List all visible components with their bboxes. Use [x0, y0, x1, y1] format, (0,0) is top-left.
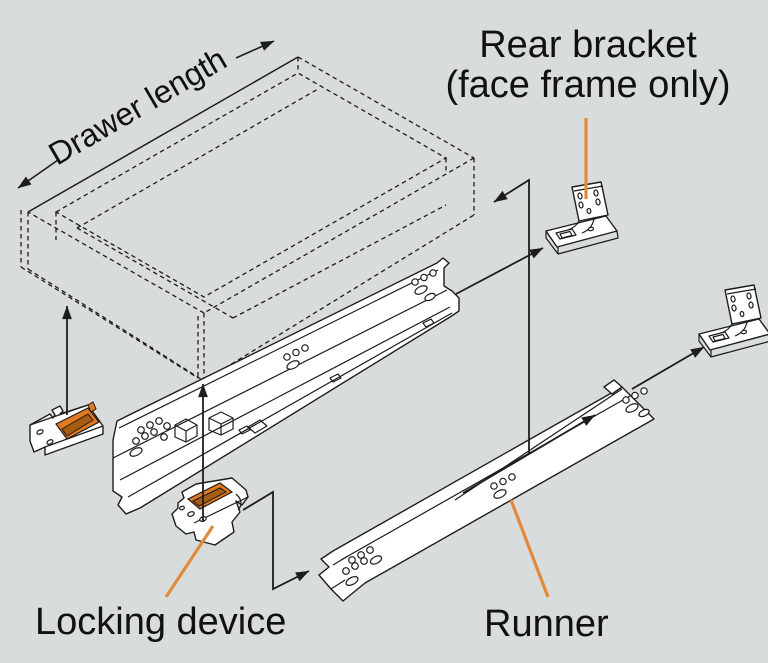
label-locking-device: Locking device — [35, 601, 286, 643]
label-runner: Runner — [484, 603, 609, 645]
drawer-length-dimension: Drawer length — [17, 40, 275, 189]
label-drawer-length: Drawer length — [42, 40, 232, 172]
right-runner — [318, 379, 655, 602]
locking-device-left — [29, 401, 104, 456]
arrow-right-runner-to-bracket — [631, 346, 705, 390]
locking-device-center — [171, 477, 249, 546]
leader-lines — [164, 118, 588, 598]
right-runner-rear-tab — [603, 379, 623, 395]
arrow-runner-slide-direction — [462, 414, 596, 494]
locking-left-orange-inner — [61, 413, 94, 437]
label-rear-bracket: Rear bracket — [479, 24, 697, 66]
label-rear-bracket-note: (face frame only) — [445, 64, 730, 106]
rear-bracket-1 — [545, 181, 619, 255]
locking-left-orange-tab — [87, 401, 97, 413]
labels: Rear bracket (face frame only) Locking d… — [35, 24, 731, 645]
arrow-locking-center-to-right-runner — [242, 490, 310, 591]
leader-locking-device — [164, 525, 215, 598]
dimension-arrow-right — [235, 40, 275, 59]
arrow-left-runner-to-bracket — [455, 247, 544, 295]
assembly-arrows — [62, 178, 705, 591]
rear-bracket-2 — [698, 284, 768, 358]
left-runner-front-holes — [129, 417, 171, 457]
locking-center-orange-inner — [192, 487, 227, 507]
leader-runner — [509, 499, 550, 598]
dimension-arrow-left — [17, 159, 59, 189]
drawer-box-outline — [20, 56, 475, 382]
left-runner — [112, 257, 460, 515]
arrow-runner-rear-to-drawer — [493, 178, 530, 454]
right-runner-front-holes — [342, 546, 383, 586]
